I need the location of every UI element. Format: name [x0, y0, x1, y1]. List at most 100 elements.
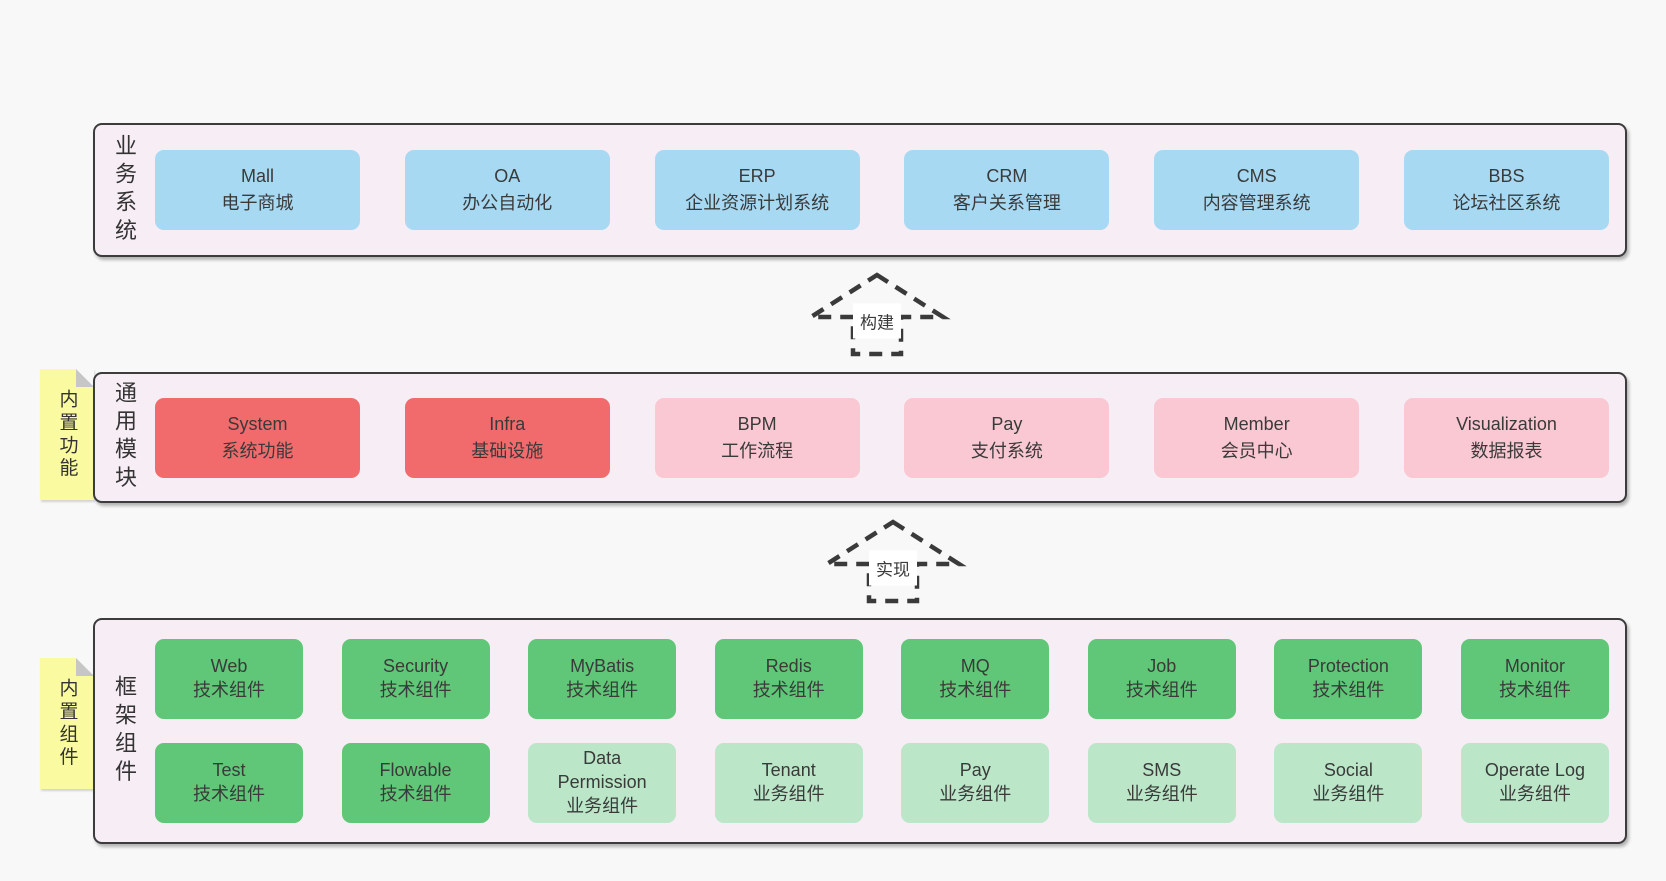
box-flowable: Flowable 技术组件 — [341, 743, 490, 823]
box-mq: MQ 技术组件 — [901, 639, 1050, 719]
layer-label-modules: 通用模块 — [112, 381, 137, 494]
box-title: BPM — [737, 413, 777, 434]
box-operate-log: Operate Log 业务组件 — [1460, 743, 1609, 823]
box-protection: Protection 技术组件 — [1274, 639, 1423, 719]
box-bpm: BPM 工作流程 — [654, 397, 860, 478]
box-subtitle: 工作流程 — [721, 440, 794, 461]
box-subtitle: 基础设施 — [471, 440, 544, 461]
box-mybatis: MyBatis 技术组件 — [528, 639, 677, 719]
box-title: Redis — [765, 656, 812, 677]
box-subtitle: 技术组件 — [379, 784, 452, 804]
box-title: BBS — [1488, 166, 1525, 186]
box-tenant: Tenant 业务组件 — [714, 743, 863, 823]
box-system: System 系统功能 — [155, 397, 360, 478]
box-title: Pay — [959, 760, 991, 781]
box-crm: CRM 客户关系管理 — [904, 150, 1110, 230]
box-subtitle: 技术组件 — [1498, 680, 1571, 700]
box-data-permission: Data Permission 业务组件 — [528, 743, 677, 823]
box-erp: ERP 企业资源计划系统 — [654, 150, 860, 230]
box-sms: SMS 业务组件 — [1087, 743, 1236, 823]
layer-common-modules: 通用模块 System 系统功能 Infra 基础设施 BPM 工作流程 Pay… — [93, 372, 1627, 503]
box-subtitle: 系统功能 — [221, 440, 294, 461]
box-monitor: Monitor 技术组件 — [1460, 639, 1609, 719]
box-subtitle: 技术组件 — [193, 680, 265, 700]
box-subtitle: 技术组件 — [1125, 680, 1198, 700]
box-job: Job 技术组件 — [1087, 639, 1236, 719]
implement-arrow-icon: 实现 — [819, 518, 967, 604]
layer-business-systems: 业务系统 Mall 电子商城 OA 办公自动化 ERP 企业资源计划系统 CRM… — [93, 123, 1627, 257]
box-subtitle: 业务组件 — [1125, 784, 1198, 804]
box-pay: Pay 支付系统 — [904, 397, 1110, 478]
box-subtitle: 技术组件 — [379, 680, 452, 700]
note-label: 内置功能 — [56, 388, 78, 481]
box-subtitle: 业务组件 — [1498, 784, 1571, 804]
box-redis: Redis 技术组件 — [714, 639, 863, 719]
box-test: Test 技术组件 — [155, 743, 303, 823]
box-mall: Mall 电子商城 — [155, 150, 360, 230]
box-title: Tenant — [761, 760, 816, 781]
box-title: Social — [1323, 760, 1373, 781]
box-title: Operate Log — [1484, 760, 1585, 781]
box-title: ERP — [738, 166, 776, 186]
box-web: Web 技术组件 — [155, 639, 303, 719]
box-infra: Infra 基础设施 — [404, 397, 610, 478]
box-title: Infra — [489, 413, 526, 434]
box-subtitle: 业务组件 — [566, 795, 639, 816]
box-title: Member — [1223, 413, 1290, 434]
box-subtitle: 支付系统 — [970, 440, 1043, 461]
box-subtitle: 内容管理系统 — [1202, 193, 1311, 213]
layer-framework-components: 框架组件 Web 技术组件 Security 技术组件 MyBatis 技术组件… — [93, 618, 1627, 844]
box-security: Security 技术组件 — [341, 639, 490, 719]
box-title: Pay — [991, 413, 1023, 434]
implement-arrow-label: 实现 — [869, 550, 917, 586]
box-member: Member 会员中心 — [1154, 397, 1360, 478]
build-arrow-label: 构建 — [853, 303, 901, 339]
build-arrow-icon: 构建 — [803, 271, 951, 357]
box-pay-business: Pay 业务组件 — [901, 743, 1050, 823]
box-cms: CMS 内容管理系统 — [1154, 150, 1360, 230]
box-title: Flowable — [379, 760, 452, 781]
box-title: Data Permission — [557, 748, 647, 793]
box-title: System — [227, 413, 288, 434]
box-subtitle: 论坛社区系统 — [1452, 193, 1561, 213]
box-subtitle: 办公自动化 — [462, 193, 553, 213]
box-title: OA — [494, 166, 521, 186]
layer-label-components: 框架组件 — [112, 674, 137, 788]
note-label: 内置组件 — [56, 677, 78, 770]
box-title: Visualization — [1456, 413, 1557, 434]
box-title: Web — [210, 656, 248, 677]
box-oa: OA 办公自动化 — [404, 150, 610, 230]
box-title: Monitor — [1504, 656, 1565, 677]
box-title: Mall — [240, 166, 274, 186]
components-row-1: Web 技术组件 Security 技术组件 MyBatis 技术组件 Redi… — [155, 639, 1609, 719]
box-subtitle: 业务组件 — [939, 784, 1012, 804]
box-subtitle: 技术组件 — [193, 784, 265, 804]
box-subtitle: 电子商城 — [221, 193, 294, 213]
box-subtitle: 业务组件 — [1312, 784, 1385, 804]
box-subtitle: 技术组件 — [566, 680, 639, 700]
components-rows: Web 技术组件 Security 技术组件 MyBatis 技术组件 Redi… — [147, 639, 1625, 823]
box-title: SMS — [1142, 760, 1182, 781]
note-built-in-components: 内置组件 — [40, 658, 94, 789]
box-title: Protection — [1307, 656, 1389, 677]
box-visualization: Visualization 数据报表 — [1403, 397, 1609, 478]
layer-label-business: 业务系统 — [112, 133, 137, 247]
box-subtitle: 数据报表 — [1470, 440, 1543, 461]
business-boxes-row: Mall 电子商城 OA 办公自动化 ERP 企业资源计划系统 CRM 客户关系… — [147, 150, 1625, 230]
box-subtitle: 技术组件 — [1312, 680, 1385, 700]
box-title: MQ — [960, 656, 990, 677]
box-bbs: BBS 论坛社区系统 — [1403, 150, 1609, 230]
note-built-in-features: 内置功能 — [40, 369, 94, 500]
box-title: Security — [383, 656, 449, 677]
components-row-2: Test 技术组件 Flowable 技术组件 Data Permission … — [155, 743, 1609, 823]
box-subtitle: 客户关系管理 — [952, 193, 1061, 213]
box-social: Social 业务组件 — [1274, 743, 1423, 823]
box-title: CMS — [1236, 166, 1277, 186]
box-subtitle: 业务组件 — [752, 784, 825, 804]
box-title: Job — [1147, 656, 1177, 677]
box-subtitle: 技术组件 — [752, 680, 825, 700]
box-subtitle: 会员中心 — [1220, 440, 1293, 461]
box-subtitle: 企业资源计划系统 — [685, 193, 830, 213]
box-subtitle: 技术组件 — [939, 680, 1012, 700]
